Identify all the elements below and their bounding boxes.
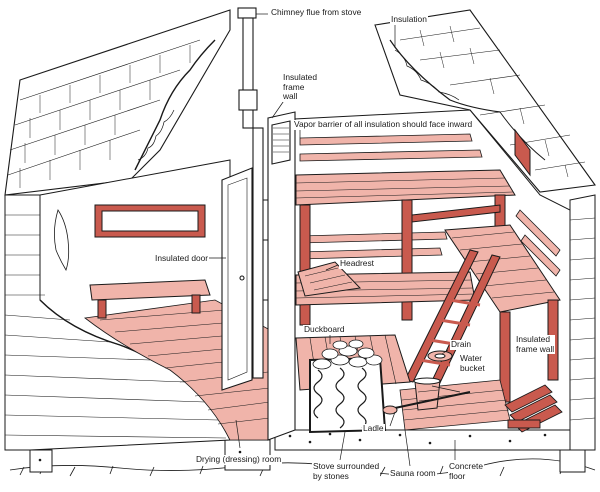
label-concrete-floor: Concrete floor (448, 461, 484, 482)
label-insulation: Insulation (390, 14, 428, 25)
vapor-barrier-battens (299, 133, 561, 277)
label-chimney-flue: Chimney flue from stove (270, 7, 363, 18)
drain (427, 350, 453, 362)
ladle (382, 391, 471, 415)
label-insulated-frame-wall-top: Insulated frame wall (282, 72, 318, 102)
left-roof (4, 9, 231, 196)
label-insulated-frame-wall-right: Insulated frame wall (515, 334, 556, 355)
partition-wall (267, 111, 296, 441)
label-water-bucket: Water bucket (459, 353, 486, 374)
label-insulated-door: Insulated door (154, 253, 210, 264)
insulated-door (221, 167, 253, 391)
label-drain: Drain (450, 339, 473, 350)
label-vapor-barrier: Vapor barrier of all insulation should f… (293, 119, 474, 130)
dressing-room-window (94, 204, 206, 238)
headrest (297, 261, 362, 297)
stove (309, 339, 387, 434)
label-dressing-room: Drying (dressing) room (195, 454, 283, 465)
dressing-room-bench (89, 279, 211, 319)
firewood (504, 384, 563, 433)
right-exterior-wall (514, 128, 596, 451)
label-sauna-room: Sauna room (389, 468, 437, 479)
label-duckboard: Duckboard (303, 324, 346, 335)
water-bucket (413, 377, 441, 411)
upper-bench (295, 169, 516, 326)
label-ladle: Ladle (362, 423, 385, 434)
label-stove: Stove surrounded by stones (312, 461, 381, 482)
ground (9, 458, 596, 477)
label-headrest: Headrest (339, 258, 375, 269)
right-roof (374, 9, 596, 193)
